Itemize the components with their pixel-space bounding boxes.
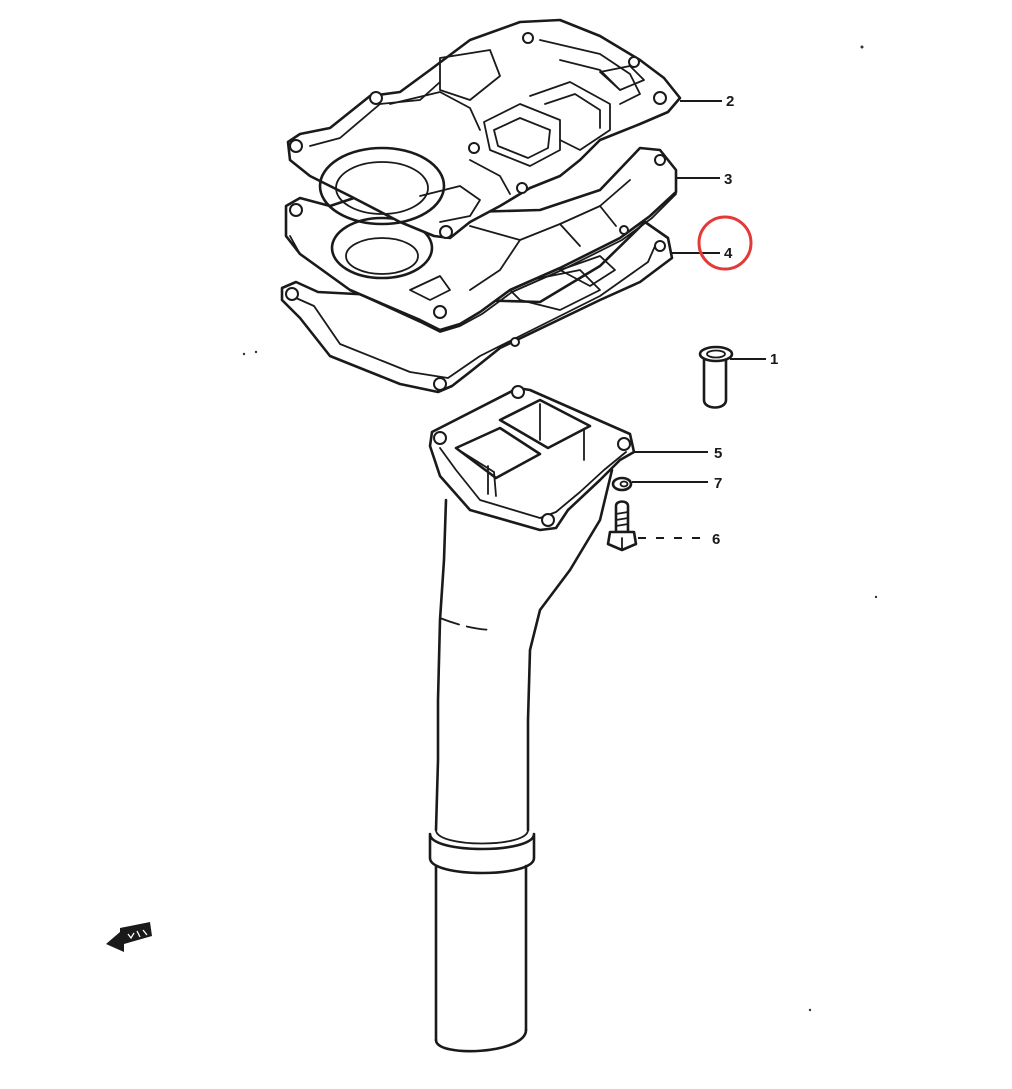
callout-3: 3 xyxy=(724,171,732,188)
part-2-top-gasket xyxy=(286,18,682,240)
part-1-sleeve xyxy=(698,345,734,409)
callout-1: 1 xyxy=(770,351,778,368)
part-7-washer xyxy=(611,476,633,492)
callout-6: 6 xyxy=(712,531,720,548)
part-6-bolt xyxy=(606,500,638,552)
part-5-exhaust-tube xyxy=(428,385,636,1053)
callout-labels: 1 2 3 4 5 7 6 xyxy=(712,93,778,548)
callout-7: 7 xyxy=(714,475,722,492)
highlight-circle-callout-4 xyxy=(697,215,753,271)
callout-2: 2 xyxy=(726,93,734,110)
scan-specks xyxy=(242,45,878,1012)
leader-lines xyxy=(632,100,766,539)
part-3-mounting-plate xyxy=(284,146,678,333)
fwd-arrow-icon xyxy=(106,922,152,952)
callout-4: 4 xyxy=(724,245,733,262)
callout-5: 5 xyxy=(714,445,722,462)
